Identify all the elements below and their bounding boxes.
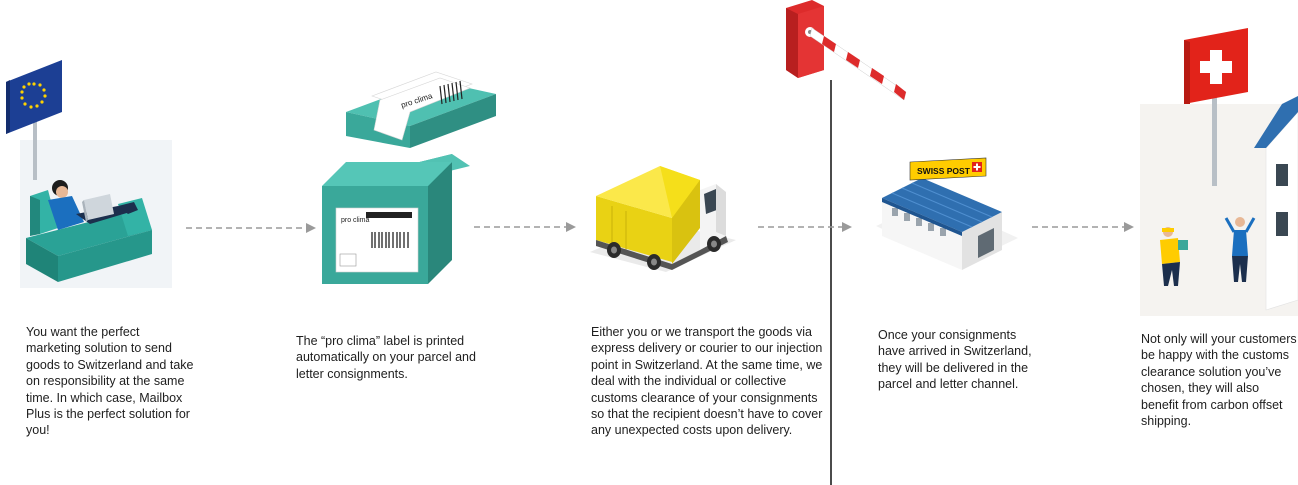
step-3-caption: Either you or we transport the goods via… — [591, 325, 823, 438]
labelled-parcel-illustration: pro clima pro clima — [322, 71, 496, 284]
arrow-4-to-5 — [1032, 222, 1134, 232]
step-5-caption: Not only will your customers be happy wi… — [1141, 332, 1297, 429]
lid-shipping-label: pro clima — [371, 71, 473, 141]
swiss-flag-pole — [1212, 96, 1217, 186]
flag-pole — [33, 108, 37, 180]
arrow-3-to-4 — [758, 222, 852, 232]
delivery-truck-icon — [590, 166, 736, 272]
step-4-caption: Once your consignments have arrived in S… — [878, 328, 1032, 392]
swiss-flag-icon — [1184, 28, 1248, 104]
post-sign-text: SWISS POST — [917, 166, 971, 176]
step-1-caption: You want the perfect marketing solution … — [26, 325, 194, 438]
happy-customers-illustration — [1140, 28, 1298, 316]
box-label-brand: pro clima — [341, 217, 370, 224]
person-with-laptop-icon — [48, 180, 138, 230]
arrow-2-to-3 — [474, 222, 576, 232]
eu-person-illustration — [6, 60, 172, 288]
border-barrier-icon — [786, 0, 907, 485]
box-top — [322, 162, 452, 186]
eu-flag-icon — [6, 60, 62, 134]
swiss-post-sign: SWISS POST — [909, 157, 987, 181]
step-2-caption: The “pro clima” label is printed automat… — [296, 334, 476, 381]
box-shipping-label: pro clima — [335, 207, 419, 273]
arrow-1-to-2 — [186, 223, 316, 233]
courier-person-icon — [1160, 227, 1188, 286]
swiss-post-depot-illustration: SWISS POST — [876, 157, 1018, 270]
box-side — [428, 162, 452, 284]
flow-arrows — [186, 222, 1134, 233]
cheering-recipient-icon — [1224, 217, 1256, 282]
house-icon — [1254, 96, 1298, 311]
sofa-icon — [26, 190, 152, 282]
